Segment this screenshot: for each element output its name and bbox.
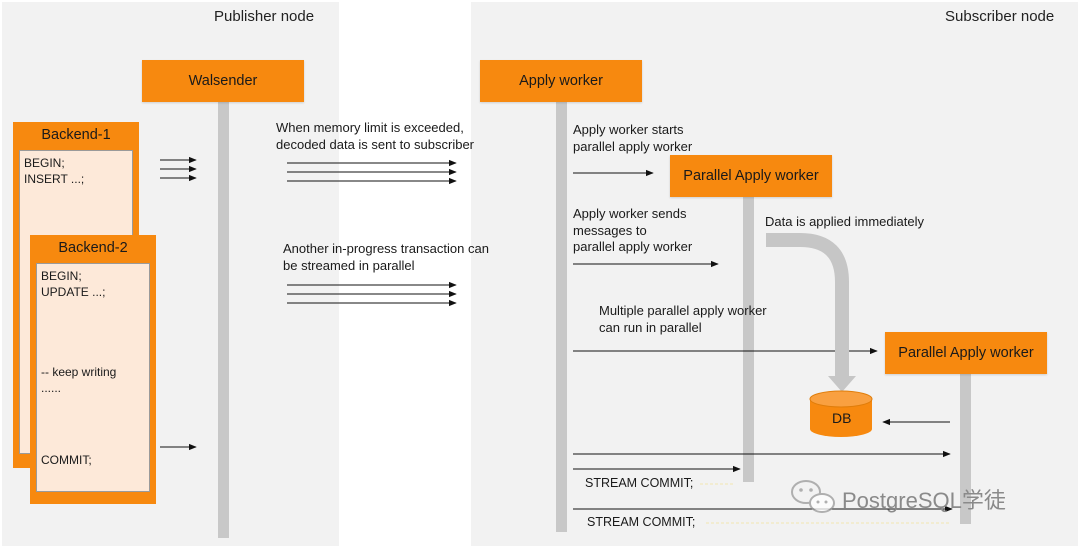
backend-2: Backend-2 BEGIN; UPDATE ...; -- keep wri… <box>30 235 156 504</box>
pa-worker-1-lifeline <box>743 197 754 482</box>
backend-1-line: INSERT ...; <box>24 172 85 186</box>
backend-2-line: COMMIT; <box>41 453 92 467</box>
backend-2-title: Backend-2 <box>58 240 128 256</box>
note-multiple-pa: Multiple parallel apply worker can run i… <box>599 303 767 336</box>
note-starts-pa: Apply worker starts parallel apply worke… <box>573 122 692 155</box>
note-line: parallel apply worker <box>573 239 693 254</box>
walsender-box: Walsender <box>142 60 304 102</box>
walsender-lifeline <box>218 102 229 538</box>
backend-2-line: -- keep writing <box>41 365 117 379</box>
watermark-text: PostgreSQL学徒 <box>842 488 1006 513</box>
arrows-walsender-to-apply-2 <box>287 281 457 307</box>
pa-worker-2-lifeline <box>960 374 971 524</box>
backend-2-line: UPDATE ...; <box>41 285 106 299</box>
note-sends-messages: Apply worker sends messages to parallel … <box>573 206 692 256</box>
backend-1-line: BEGIN; <box>24 156 65 170</box>
note-in-progress: Another in-progress transaction can be s… <box>283 241 489 274</box>
backend-1-title: Backend-1 <box>41 127 111 143</box>
note-line: Multiple parallel apply worker <box>599 303 767 318</box>
stream-commit-label-1: STREAM COMMIT; <box>585 476 694 490</box>
note-line: can run in parallel <box>599 319 702 335</box>
note-applied-immediately: Data is applied immediately <box>765 214 924 229</box>
arrows-walsender-to-apply-1 <box>287 159 457 185</box>
note-line: When memory limit is exceeded, <box>276 120 464 135</box>
note-line: messages to <box>573 222 647 238</box>
publisher-node-title: Publisher node <box>214 8 315 25</box>
db-label: DB <box>832 410 852 426</box>
apply-worker-box: Apply worker <box>480 60 642 102</box>
parallel-apply-worker-box-2: Parallel Apply worker <box>885 332 1047 374</box>
wechat-icon <box>791 480 835 513</box>
note-line: Apply worker starts <box>573 122 684 137</box>
subscriber-node-title: Subscriber node <box>945 8 1055 25</box>
db-cylinder <box>809 390 873 437</box>
arrows-backend1-to-walsender <box>160 156 197 182</box>
backend-2-line: BEGIN; <box>41 269 82 283</box>
note-line: Apply worker sends <box>573 206 687 221</box>
note-line: parallel apply worker <box>573 138 693 154</box>
backend-2-code: BEGIN; UPDATE ...; -- keep writing .....… <box>36 263 150 492</box>
applied-flow-arrow <box>766 233 849 376</box>
note-line: be streamed in parallel <box>283 257 415 273</box>
note-memory-limit: When memory limit is exceeded, decoded d… <box>276 120 474 153</box>
note-line: Another in-progress transaction can <box>283 241 489 256</box>
applied-flow-arrowhead <box>828 376 856 392</box>
parallel-apply-worker-box-1: Parallel Apply worker <box>670 155 832 197</box>
backend-2-line: ...... <box>41 381 62 395</box>
note-line: decoded data is sent to subscriber <box>276 136 475 152</box>
stream-commit-label-2: STREAM COMMIT; <box>587 515 696 529</box>
apply-worker-lifeline <box>556 102 567 532</box>
